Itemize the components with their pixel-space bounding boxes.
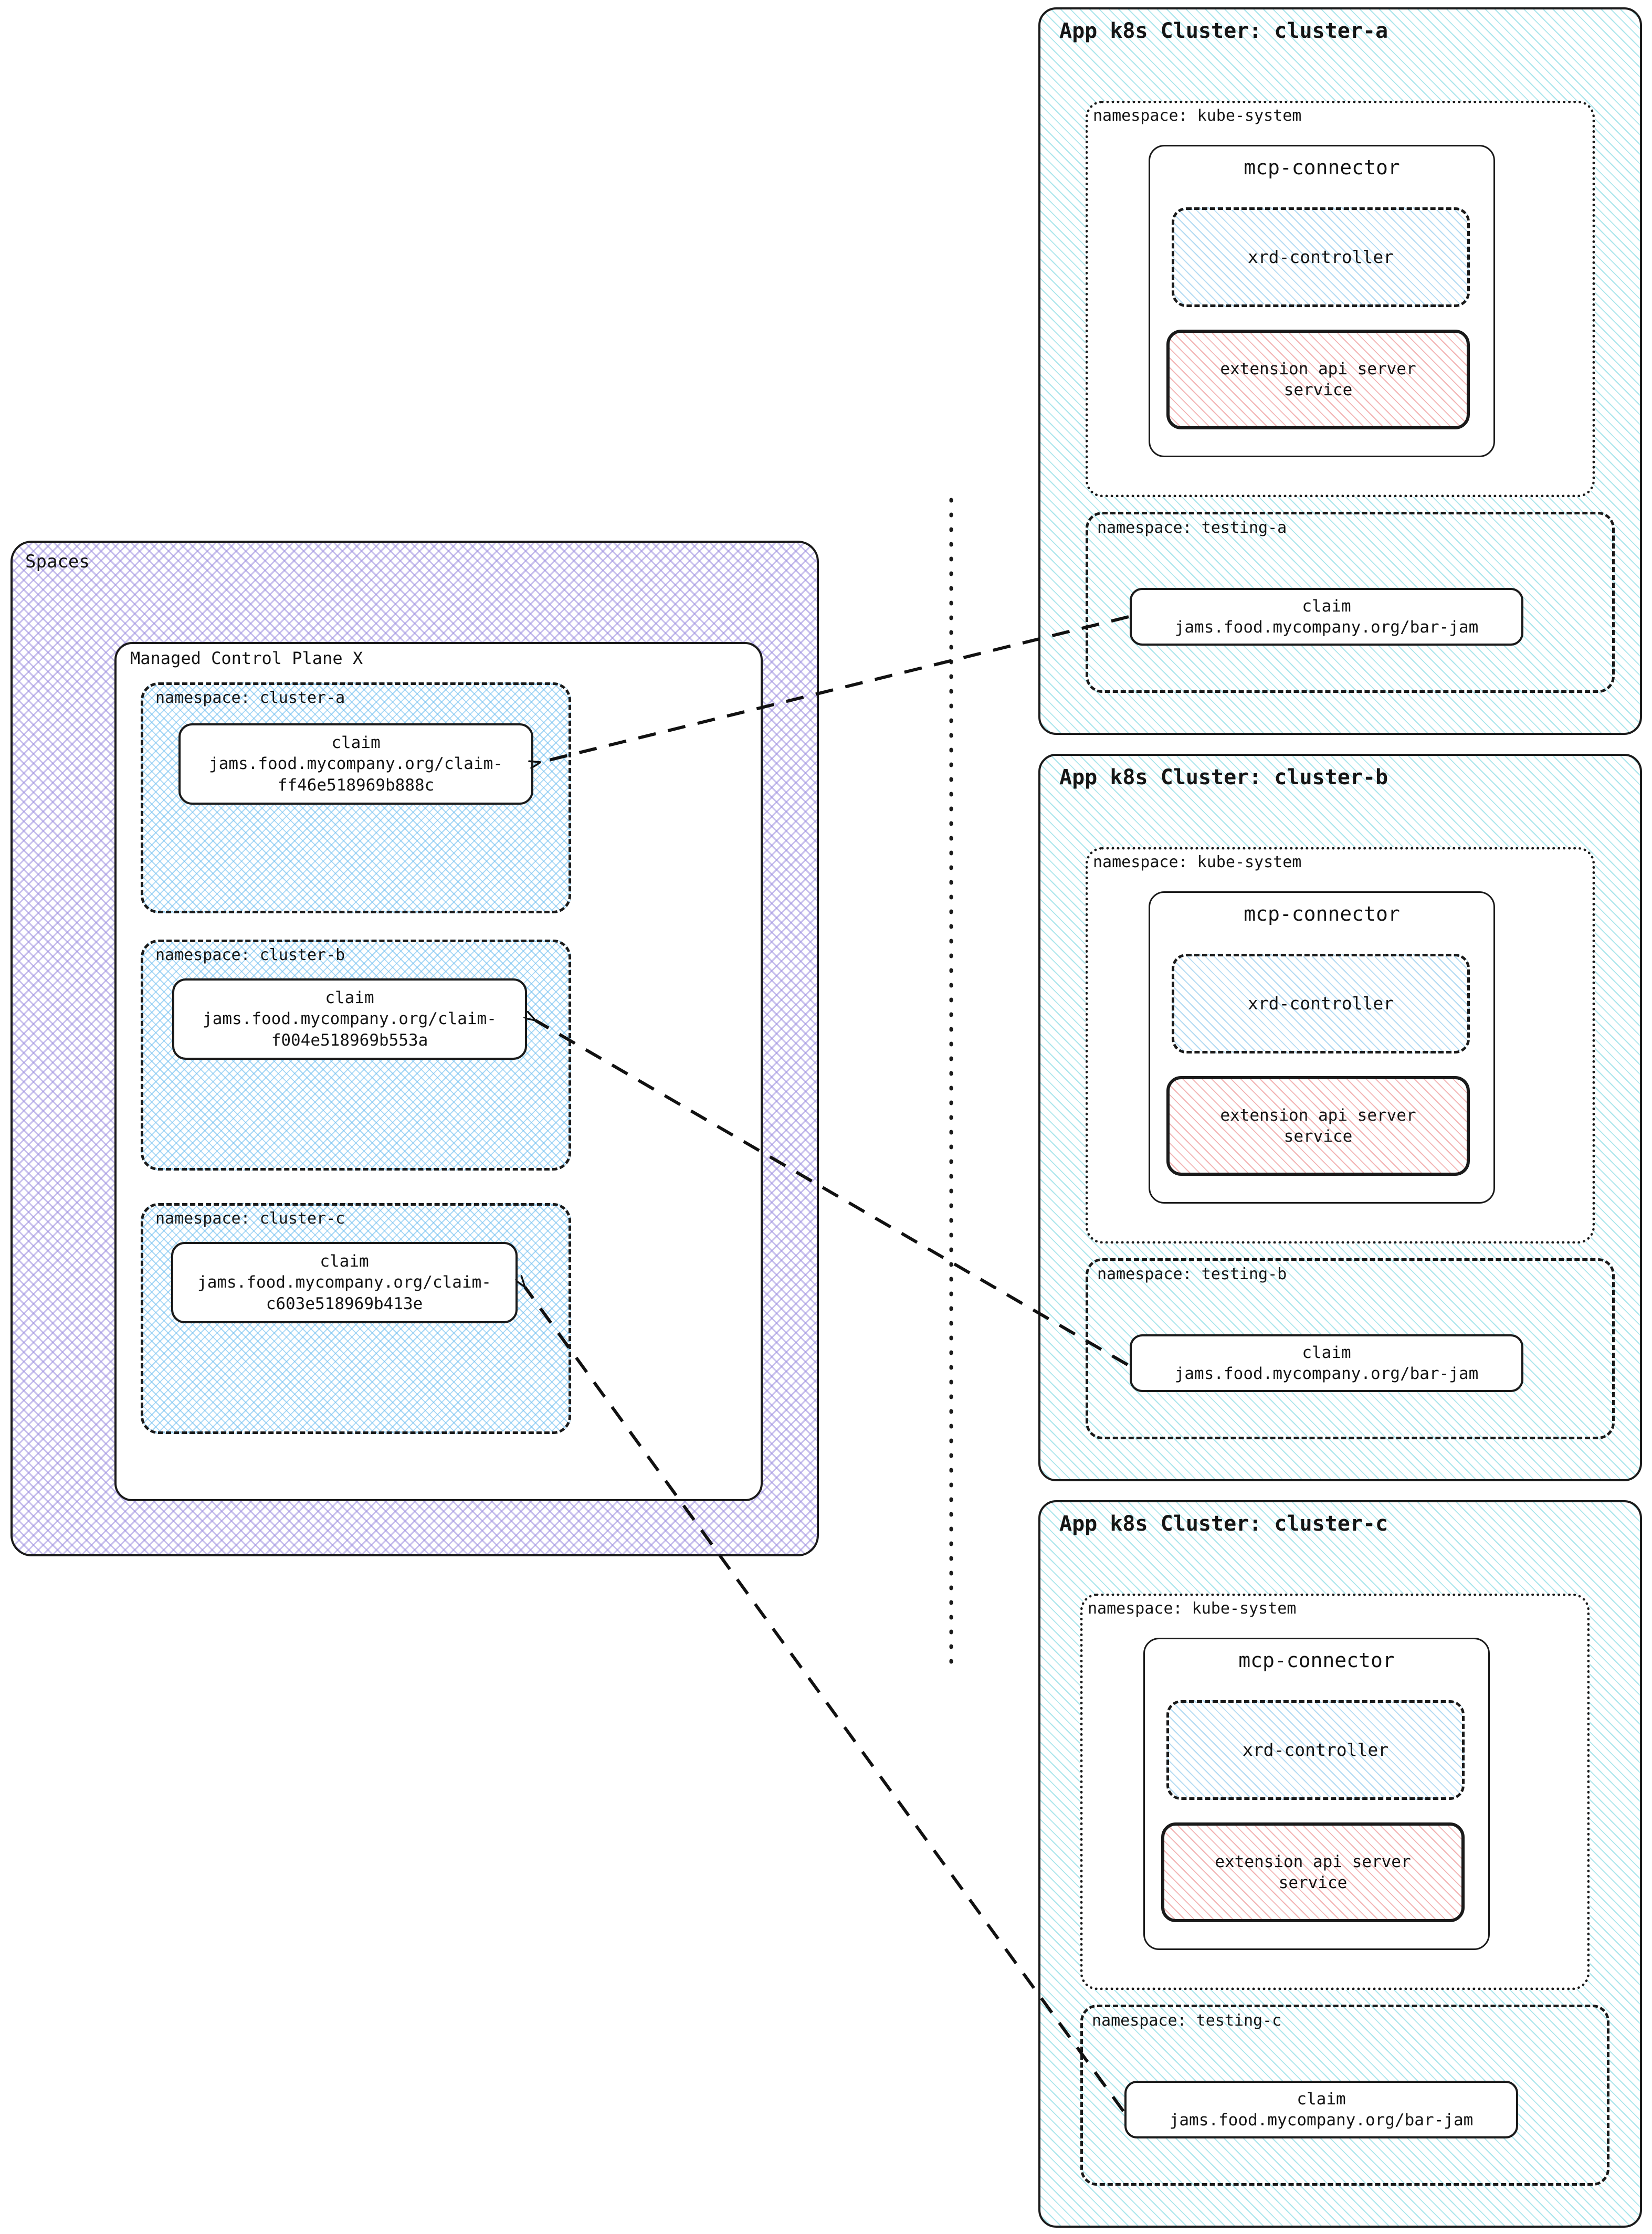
api-server-line-1: extension api server (1220, 1105, 1416, 1125)
mcp-connector-a-title: mcp-connector (1244, 156, 1400, 179)
testing-namespace-a-label: namespace: testing-a (1097, 519, 1287, 537)
api-server-line-1: extension api server (1220, 359, 1416, 378)
claim-line-2: jams.food.mycompany.org/bar-jam (1169, 2111, 1474, 2130)
claim-box-cluster-c-text: claim jams.food.mycompany.org/claim- c60… (173, 1244, 515, 1321)
cluster-panel-a-label: App k8s Cluster: cluster-a (1059, 19, 1388, 43)
xrd-controller-a[interactable]: xrd-controller (1172, 207, 1470, 307)
claim-line-1: claim (331, 733, 381, 753)
kube-system-namespace-c-label: namespace: kube-system (1088, 1599, 1297, 1618)
claim-box-testing-b-text: claim jams.food.mycompany.org/bar-jam (1132, 1336, 1521, 1390)
claim-line-2: jams.food.mycompany.org/claim- (209, 754, 503, 774)
xrd-controller-c-text: xrd-controller (1242, 1739, 1389, 1760)
testing-namespace-a (1086, 512, 1615, 693)
claim-line-1: claim (1302, 1343, 1351, 1362)
claim-box-testing-c[interactable]: claim jams.food.mycompany.org/bar-jam (1124, 2081, 1518, 2138)
claim-box-testing-c-text: claim jams.food.mycompany.org/bar-jam (1127, 2083, 1516, 2136)
claim-box-cluster-b-text: claim jams.food.mycompany.org/claim- f00… (174, 981, 525, 1058)
xrd-controller-b-text: xrd-controller (1247, 993, 1394, 1014)
claim-box-cluster-c[interactable]: claim jams.food.mycompany.org/claim- c60… (171, 1242, 518, 1323)
spaces-label: Spaces (25, 551, 90, 572)
claim-line-3: c603e518969b413e (266, 1294, 423, 1313)
claim-box-testing-b[interactable]: claim jams.food.mycompany.org/bar-jam (1130, 1334, 1523, 1392)
managed-control-plane-label: Managed Control Plane X (130, 648, 363, 668)
claim-box-cluster-a[interactable]: claim jams.food.mycompany.org/claim- ff4… (178, 723, 533, 805)
xrd-controller-a-text: xrd-controller (1247, 246, 1394, 267)
extension-api-server-service-a[interactable]: extension api server service (1166, 330, 1470, 429)
namespace-cluster-b-label: namespace: cluster-b (155, 946, 345, 964)
claim-box-cluster-b[interactable]: claim jams.food.mycompany.org/claim- f00… (172, 978, 527, 1060)
extension-api-server-service-a-text: extension api server service (1170, 333, 1467, 426)
api-server-line-2: service (1278, 1873, 1348, 1892)
cluster-panel-b-label: App k8s Cluster: cluster-b (1059, 765, 1388, 789)
api-server-line-1: extension api server (1215, 1852, 1411, 1871)
namespace-cluster-a-label: namespace: cluster-a (155, 689, 345, 707)
claim-box-cluster-a-text: claim jams.food.mycompany.org/claim- ff4… (181, 725, 531, 803)
xrd-controller-c[interactable]: xrd-controller (1166, 1700, 1465, 1800)
kube-system-namespace-b-label: namespace: kube-system (1093, 853, 1302, 871)
xrd-controller-b[interactable]: xrd-controller (1172, 954, 1470, 1053)
claim-line-3: ff46e518969b888c (277, 775, 435, 795)
claim-box-testing-a-text: claim jams.food.mycompany.org/bar-jam (1132, 590, 1521, 644)
extension-api-server-service-b[interactable]: extension api server service (1166, 1076, 1470, 1176)
claim-line-1: claim (1302, 596, 1351, 616)
cluster-panel-c-label: App k8s Cluster: cluster-c (1059, 1512, 1388, 1536)
claim-line-3: f004e518969b553a (271, 1030, 428, 1050)
extension-api-server-service-b-text: extension api server service (1170, 1079, 1467, 1173)
claim-line-1: claim (1297, 2089, 1346, 2109)
claim-line-1: claim (325, 988, 374, 1008)
extension-api-server-service-c-text: extension api server service (1164, 1826, 1461, 1919)
api-server-line-2: service (1283, 381, 1353, 399)
mcp-connector-c-title: mcp-connector (1238, 1649, 1395, 1672)
api-server-line-2: service (1283, 1127, 1353, 1146)
namespace-cluster-c-label: namespace: cluster-c (155, 1209, 345, 1228)
claim-line-2: jams.food.mycompany.org/bar-jam (1174, 618, 1479, 637)
claim-line-2: jams.food.mycompany.org/claim- (197, 1273, 491, 1292)
claim-line-2: jams.food.mycompany.org/claim- (203, 1009, 497, 1029)
kube-system-namespace-a-label: namespace: kube-system (1093, 107, 1302, 125)
mcp-connector-b-title: mcp-connector (1244, 902, 1400, 925)
extension-api-server-service-c[interactable]: extension api server service (1161, 1822, 1465, 1922)
testing-namespace-b-label: namespace: testing-b (1097, 1265, 1287, 1283)
claim-line-1: claim (320, 1252, 369, 1271)
claim-box-testing-a[interactable]: claim jams.food.mycompany.org/bar-jam (1130, 588, 1523, 646)
testing-namespace-c-label: namespace: testing-c (1092, 2011, 1282, 2030)
claim-line-2: jams.food.mycompany.org/bar-jam (1174, 1364, 1479, 1383)
